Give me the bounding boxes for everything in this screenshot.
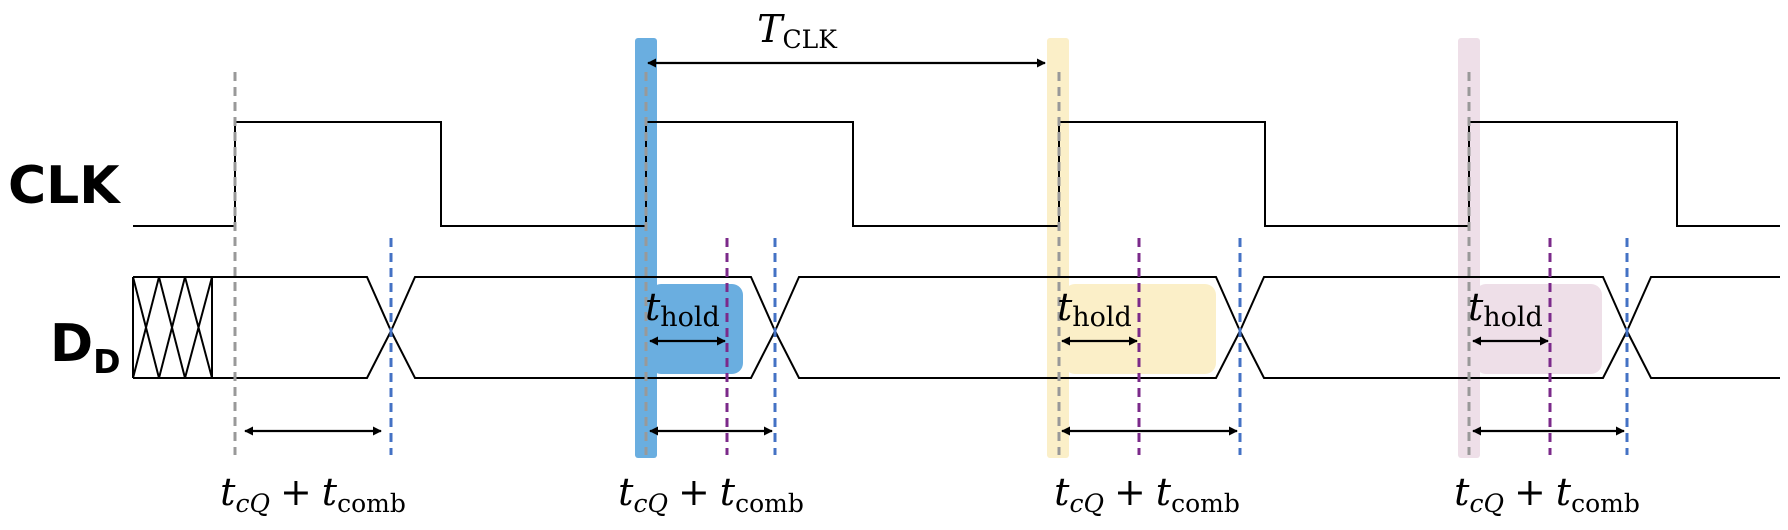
- tcq-comb-label: tcQ+tcomb: [1054, 470, 1240, 518]
- tcq-comb-label: tcQ+tcomb: [618, 470, 804, 518]
- blue-markers: [389, 238, 1629, 455]
- dd-waveform: [132, 276, 1780, 379]
- tclk-label: TCLK: [757, 7, 838, 54]
- gray-markers: [233, 72, 1471, 455]
- clk-waveform: [133, 121, 1780, 227]
- edge-highlight-yellow: [1047, 38, 1069, 458]
- hold-window-blue: [650, 284, 743, 374]
- hold-windows: [650, 284, 1602, 374]
- tcq-comb-label: tcQ+tcomb: [1454, 470, 1640, 518]
- tcq-comb-label: tcQ+tcomb: [220, 470, 406, 518]
- clk-signal-label: CLK: [8, 156, 121, 216]
- dd-unknown-region: [132, 276, 213, 379]
- thold-label: thold: [645, 285, 720, 333]
- arrows: [244, 58, 1625, 436]
- hold-window-pink: [1475, 284, 1602, 374]
- purple-markers: [725, 238, 1552, 455]
- dd-signal-label: DD: [50, 314, 121, 381]
- thold-label: thold: [1057, 285, 1132, 333]
- edge-highlight-pink: [1458, 38, 1480, 458]
- thold-label: thold: [1468, 285, 1543, 333]
- edge-highlights: [635, 38, 1480, 458]
